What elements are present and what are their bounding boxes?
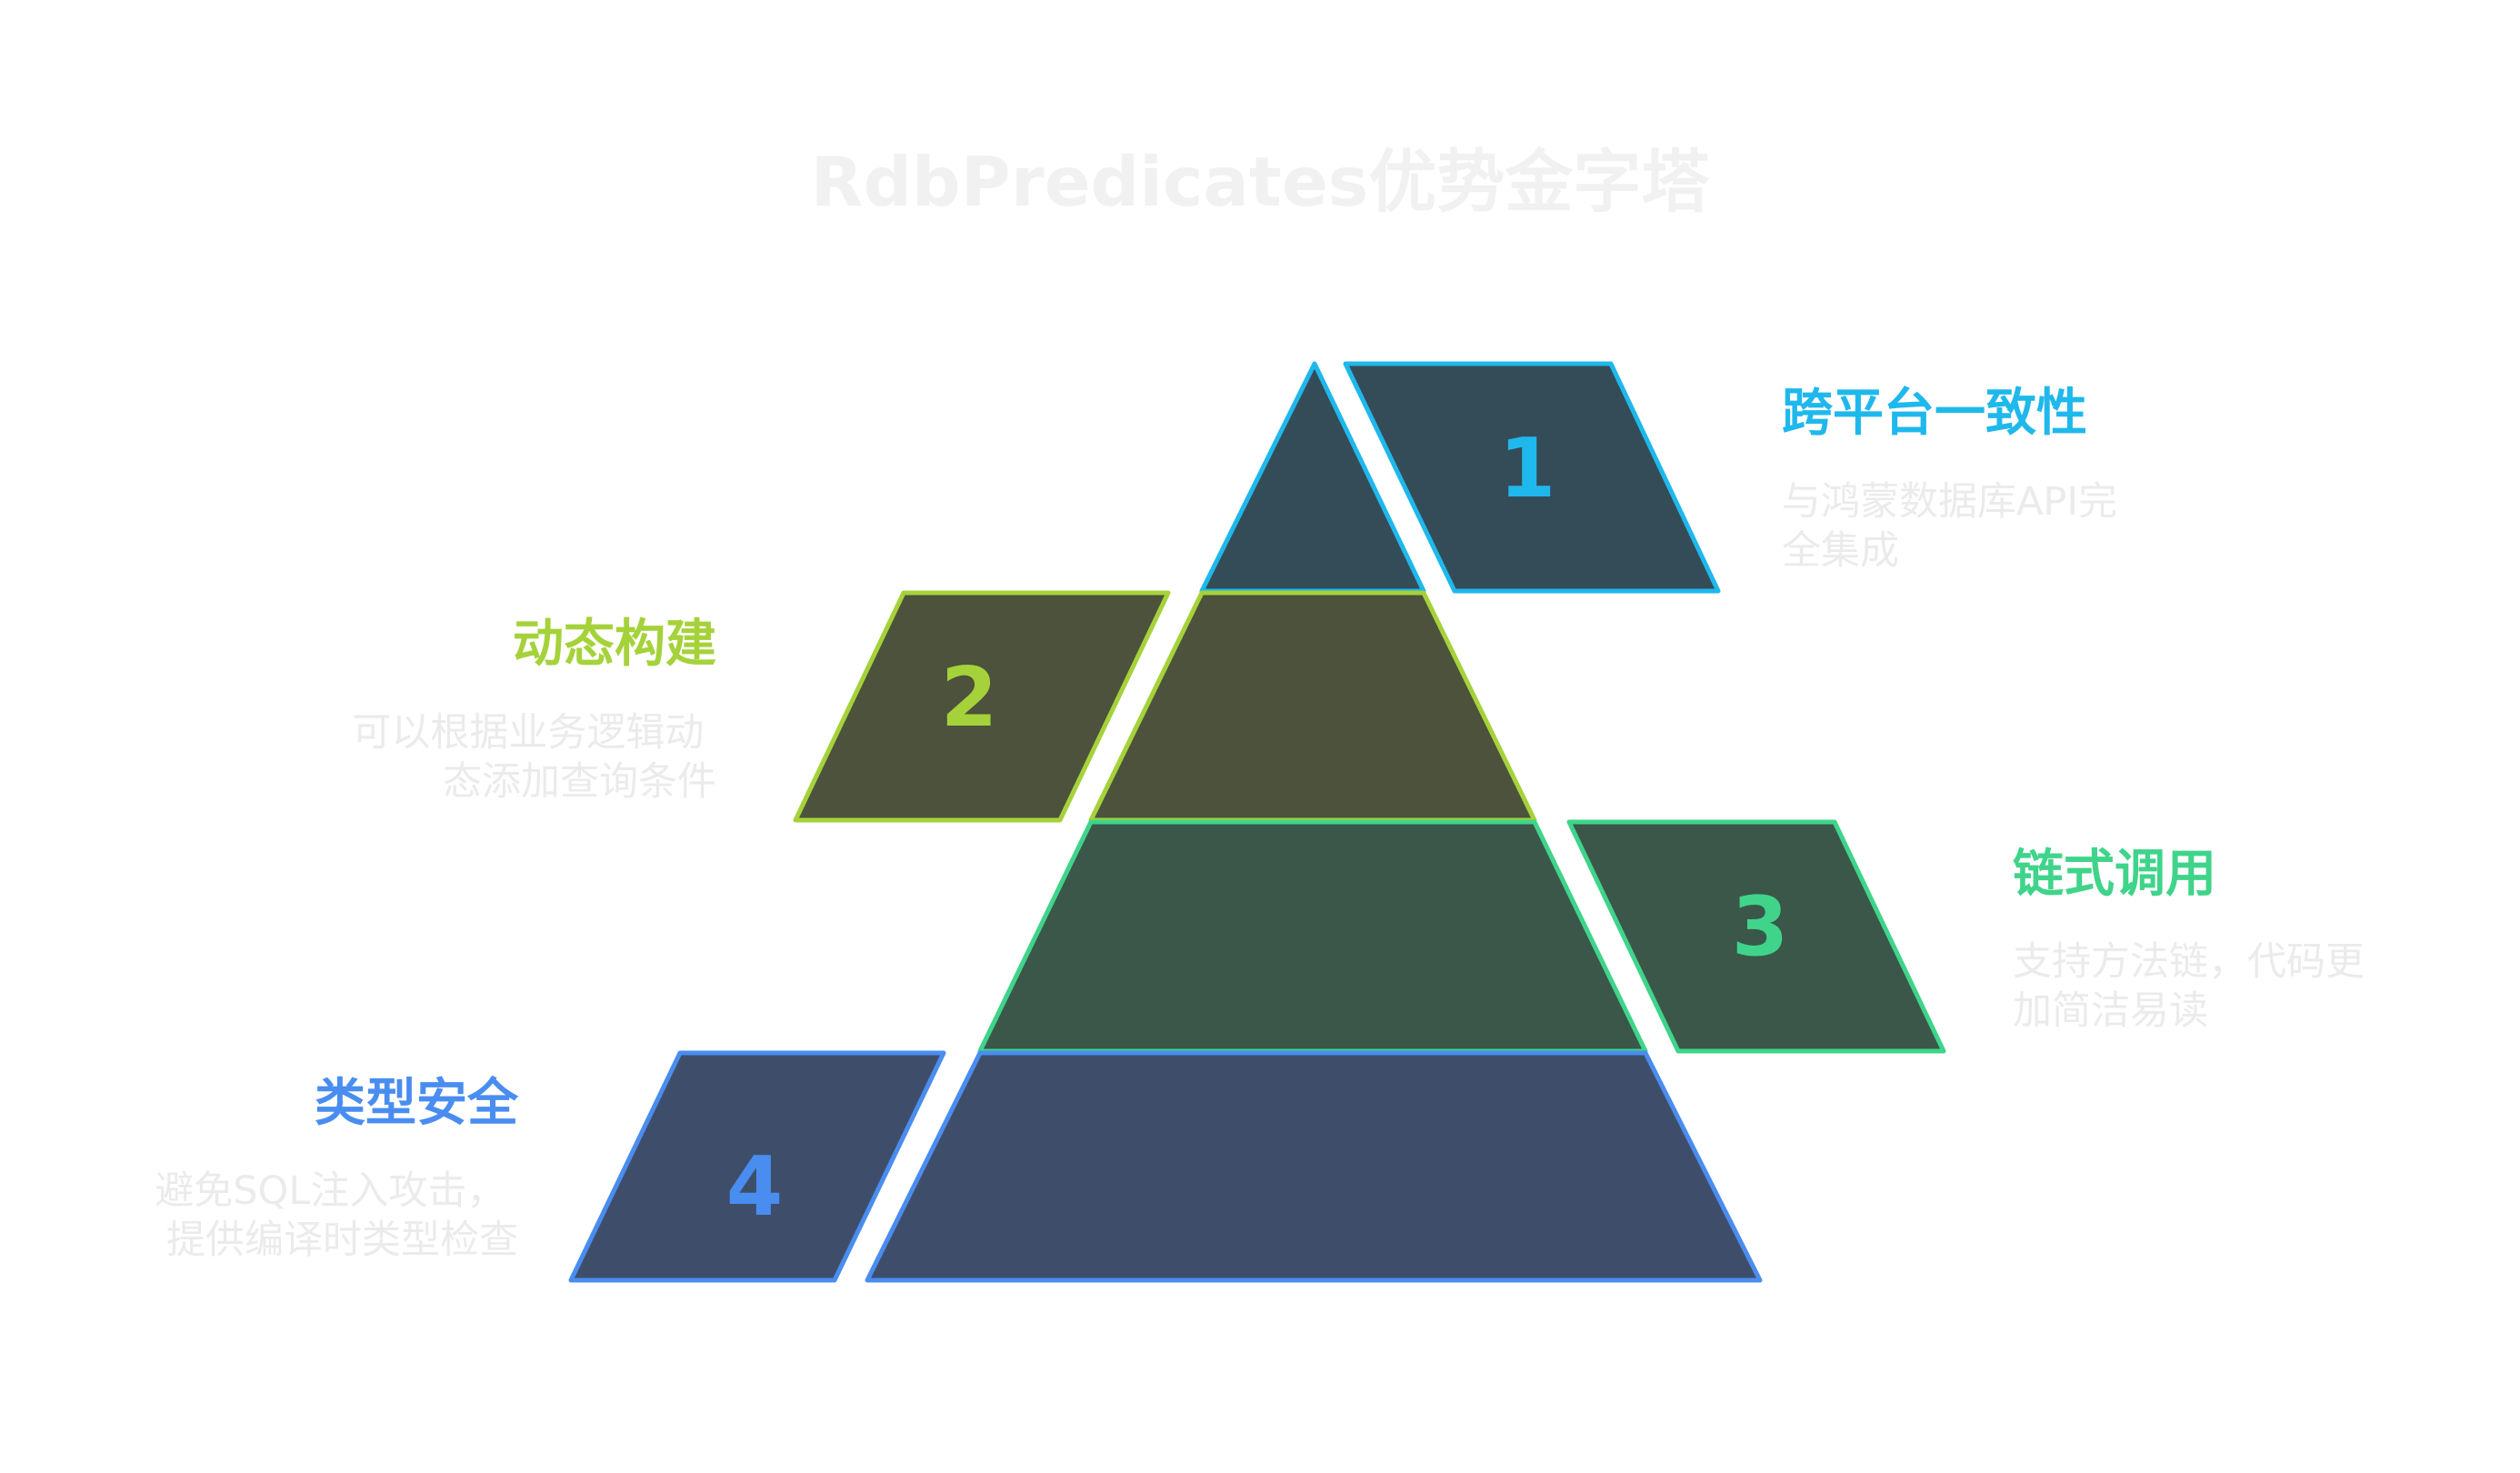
level-2: 2 动态构建 可以根据业务逻辑动 态添加查询条件 xyxy=(352,590,1537,823)
level-description-1: 与鸿蒙数据库API完 全集成 xyxy=(1782,479,2130,574)
level-heading-3: 链式调用 xyxy=(2013,845,2216,904)
number-panel-2 xyxy=(793,590,1171,823)
level-description-4: 避免SQL注入攻击， 提供编译时类型检查 xyxy=(155,1168,518,1263)
pyramid-tier-3 xyxy=(977,819,1648,1054)
diagram-title: RdbPredicates优势金字塔 xyxy=(811,142,1711,222)
level-number-4: 4 xyxy=(726,1139,784,1235)
pyramid-tier-2 xyxy=(1088,590,1537,823)
level-4: 4 类型安全 避免SQL注入攻击， 提供编译时类型检查 xyxy=(155,1050,1763,1283)
level-description-2: 可以根据业务逻辑动 态添加查询条件 xyxy=(352,710,716,805)
number-panel-3 xyxy=(1566,819,1946,1054)
pyramid-tier-4 xyxy=(865,1050,1763,1283)
level-heading-2: 动态构建 xyxy=(513,615,716,674)
level-heading-4: 类型安全 xyxy=(315,1074,519,1133)
level-number-3: 3 xyxy=(1732,879,1789,975)
level-number-1: 1 xyxy=(1499,421,1556,516)
level-1: 1 跨平台一致性 与鸿蒙数据库API完 全集成 xyxy=(1199,361,2130,594)
number-panel-4 xyxy=(568,1050,946,1283)
level-number-2: 2 xyxy=(941,650,998,746)
level-heading-1: 跨平台一致性 xyxy=(1782,384,2087,443)
level-3: 3 链式调用 支持方法链，代码更 加简洁易读 xyxy=(977,819,2377,1054)
number-panel-1 xyxy=(1343,361,1721,594)
level-description-3: 支持方法链，代码更 加简洁易读 xyxy=(2013,939,2377,1034)
